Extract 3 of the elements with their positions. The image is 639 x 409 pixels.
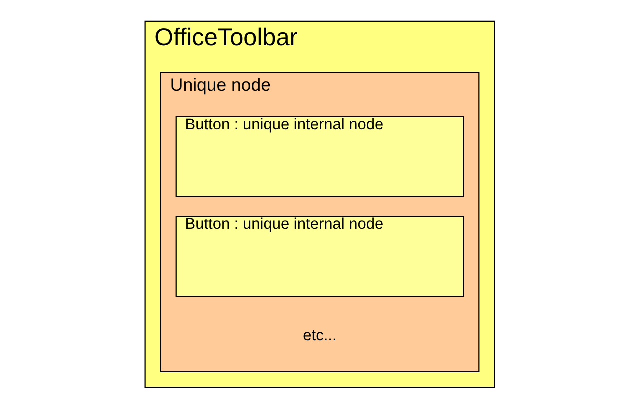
node-box: Button : unique internal node — [175, 216, 464, 298]
node-box: Button : unique internal node — [175, 116, 464, 198]
label: etc... — [302, 328, 336, 345]
